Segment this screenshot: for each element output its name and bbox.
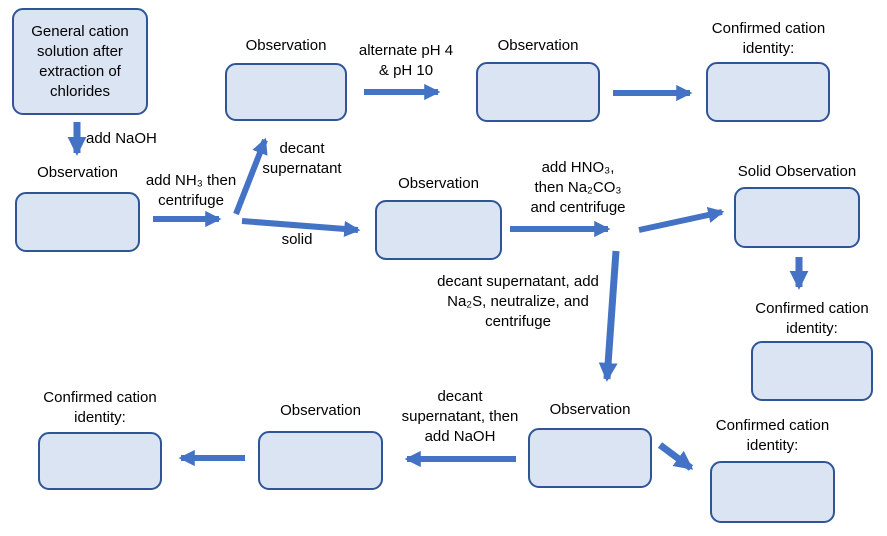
box-confirmed-cation-bottom-right bbox=[710, 461, 835, 523]
box-observation-ph bbox=[476, 62, 600, 122]
label-add-nh3: add NH₃ then centrifuge bbox=[145, 172, 237, 209]
label-add-naoh: add NaOH bbox=[86, 130, 157, 147]
label-decant-then-naoh: decant supernatant, then add NaOH bbox=[401, 388, 519, 445]
label-decant-supernatant: decant supernatant bbox=[262, 140, 342, 177]
label-decant-na2s: decant supernatant, add Na₂S, neutralize… bbox=[437, 273, 599, 330]
box-observation-naoh-2 bbox=[258, 431, 383, 490]
label-alternate-ph: alternate pH 4 & pH 10 bbox=[358, 42, 454, 79]
box-solid-observation bbox=[734, 187, 860, 248]
label-confirmed-cation-bottom-right: Confirmed cation identity: bbox=[715, 417, 830, 454]
box-observation-naoh bbox=[15, 192, 140, 252]
start-box-label: General cation solution after extraction… bbox=[31, 22, 129, 100]
label-observation-ph: Observation bbox=[497, 37, 579, 54]
label-confirmed-cation-top: Confirmed cation identity: bbox=[711, 20, 826, 57]
label-confirmed-cation-bottom-left: Confirmed cation identity: bbox=[43, 389, 157, 426]
label-solid-observation: Solid Observation bbox=[737, 163, 857, 180]
label-observation-supernatant: Observation bbox=[245, 37, 327, 54]
box-observation-na2s bbox=[528, 428, 652, 488]
label-observation-na2s: Observation bbox=[549, 401, 631, 418]
arrow-obs-to-confirmed-diagonal bbox=[657, 442, 694, 471]
label-observation-solid: Observation bbox=[398, 175, 479, 192]
box-start: General cation solution after extraction… bbox=[12, 8, 148, 115]
label-observation-naoh: Observation bbox=[37, 164, 118, 181]
label-confirmed-cation-right: Confirmed cation identity: bbox=[755, 300, 869, 337]
box-observation-supernatant bbox=[225, 63, 347, 121]
box-confirmed-cation-top bbox=[706, 62, 830, 122]
label-observation-naoh-2: Observation bbox=[280, 402, 361, 419]
arrow-solid-right bbox=[241, 218, 361, 238]
box-observation-solid bbox=[375, 200, 502, 260]
box-confirmed-cation-bottom-left bbox=[38, 432, 162, 490]
label-add-hno3: add HNO₃, then Na₂CO₃ and centrifuge bbox=[530, 159, 626, 216]
label-solid: solid bbox=[281, 231, 313, 248]
box-confirmed-cation-right bbox=[751, 341, 873, 401]
